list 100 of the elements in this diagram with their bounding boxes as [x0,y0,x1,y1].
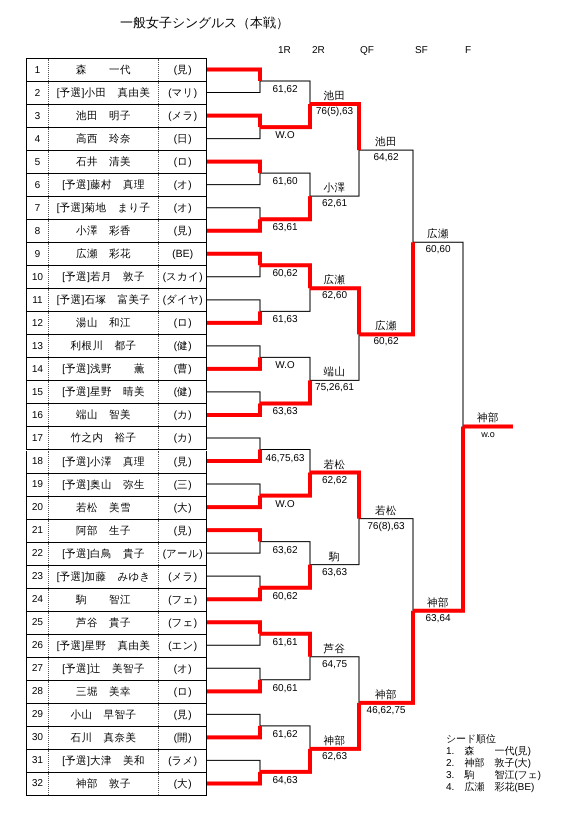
bracket-line [206,633,260,646]
round-header: F [465,45,472,57]
bracket-line [463,424,513,428]
round-header: SF [415,45,428,57]
player-name: [予選]大津 美和 [48,750,160,772]
player-name: 石川 真奈美 [48,726,160,749]
winner-name: 池田 [322,90,346,102]
seed-number: 30 [27,726,49,749]
bracket-line [310,702,361,751]
match-score: 60,62 [271,268,299,280]
seed-number: 28 [27,680,49,703]
round-header: 1R [278,45,291,57]
player-name: 小山 早智子 [48,704,160,726]
player-row [26,750,207,773]
bracket-line [206,219,262,233]
bracket-line [413,426,465,613]
seed-number: 22 [27,542,49,565]
bracket-line [260,748,312,774]
player-row [26,58,207,82]
match-score: 46,75,63 [264,452,306,464]
bracket-line [206,80,260,94]
player-row [26,128,207,152]
match-score: 60,60 [424,244,452,256]
player-row [26,496,207,520]
player-name: [予選]小田 真由美 [48,82,160,104]
winner-name: 神部 [476,412,500,424]
player-row [26,704,207,727]
winner-name: 芦谷 [322,642,346,655]
player-row [26,220,207,244]
player-row [26,658,207,681]
seed-number: 26 [27,634,49,657]
match-score: 75,26,61 [314,382,355,394]
bracket-line [310,518,360,566]
bracket-line [206,160,262,174]
club-name: (ロ) [172,684,193,700]
player-name: 森 一代 [48,59,160,82]
player-row [26,450,207,474]
match-score: W.O [274,360,296,372]
seed-number: 8 [27,220,49,242]
player-row [26,726,207,750]
player-row [26,243,207,266]
player-name: 池田 明子 [48,105,160,128]
bracket-line [206,403,262,417]
seed-entry: 1. 森 一代(見) [446,746,531,758]
winner-name: 広瀬 [322,274,346,286]
seed-number: 21 [27,520,49,542]
club-name: (オ) [172,662,193,677]
player-row [26,427,207,450]
player-row [26,520,207,543]
bracket-line [206,680,262,694]
club-name: (開) [172,730,193,746]
match-score: 60,61 [271,682,299,695]
round-header: 2R [312,45,325,57]
seed-number: 7 [27,197,49,220]
seed-number: 6 [27,174,49,196]
seed-number: 18 [27,450,49,473]
match-score: 60,62 [372,336,400,348]
match-score: 62,61 [320,198,348,210]
winner-name: 神部 [322,734,346,747]
bracket-line [260,356,310,381]
club-name: (見) [172,224,193,240]
player-name: [予選]奥山 弥生 [48,474,160,496]
seed-number: 1 [27,59,49,82]
match-score: 61,61 [271,636,299,649]
match-score: w.o [480,428,496,440]
match-score: W.O [274,130,296,142]
match-score: 63,63 [271,406,299,418]
player-name: [予選]加藤 みゆき [48,566,160,588]
bracket-line [206,484,260,496]
seed-number: 23 [27,566,49,588]
match-score: 63,63 [320,566,348,579]
bracket-line [260,656,310,680]
winner-name: 小澤 [322,182,346,194]
winner-name: 端山 [322,366,346,378]
club-name: (ロ) [172,155,193,170]
player-name: 駒 智江 [48,588,160,611]
club-name: (見) [172,63,193,78]
club-name: (メラ) [167,109,198,124]
club-name: (カ) [172,408,193,424]
player-name: 広瀬 彩花 [48,243,160,266]
bracket-line [359,242,415,336]
bracket-line [206,528,262,542]
bracket-line [206,438,260,450]
seed-number: 27 [27,658,49,680]
bracket-line [260,541,310,566]
player-row [26,381,207,404]
player-row [26,289,207,312]
bracket-line [206,714,260,726]
seed-number: 31 [27,750,49,772]
winner-name: 神部 [374,688,398,701]
bracket-line [206,541,260,554]
match-score: 64,62 [372,152,400,164]
player-row [26,542,207,566]
seed-number: 29 [27,704,49,726]
winner-name: 広瀬 [426,228,450,240]
bracket-line [358,518,414,612]
club-name: (健) [172,385,193,400]
seed-number: 2 [27,82,49,104]
player-name: 湯山 和江 [48,312,160,334]
seed-number: 5 [27,151,49,174]
